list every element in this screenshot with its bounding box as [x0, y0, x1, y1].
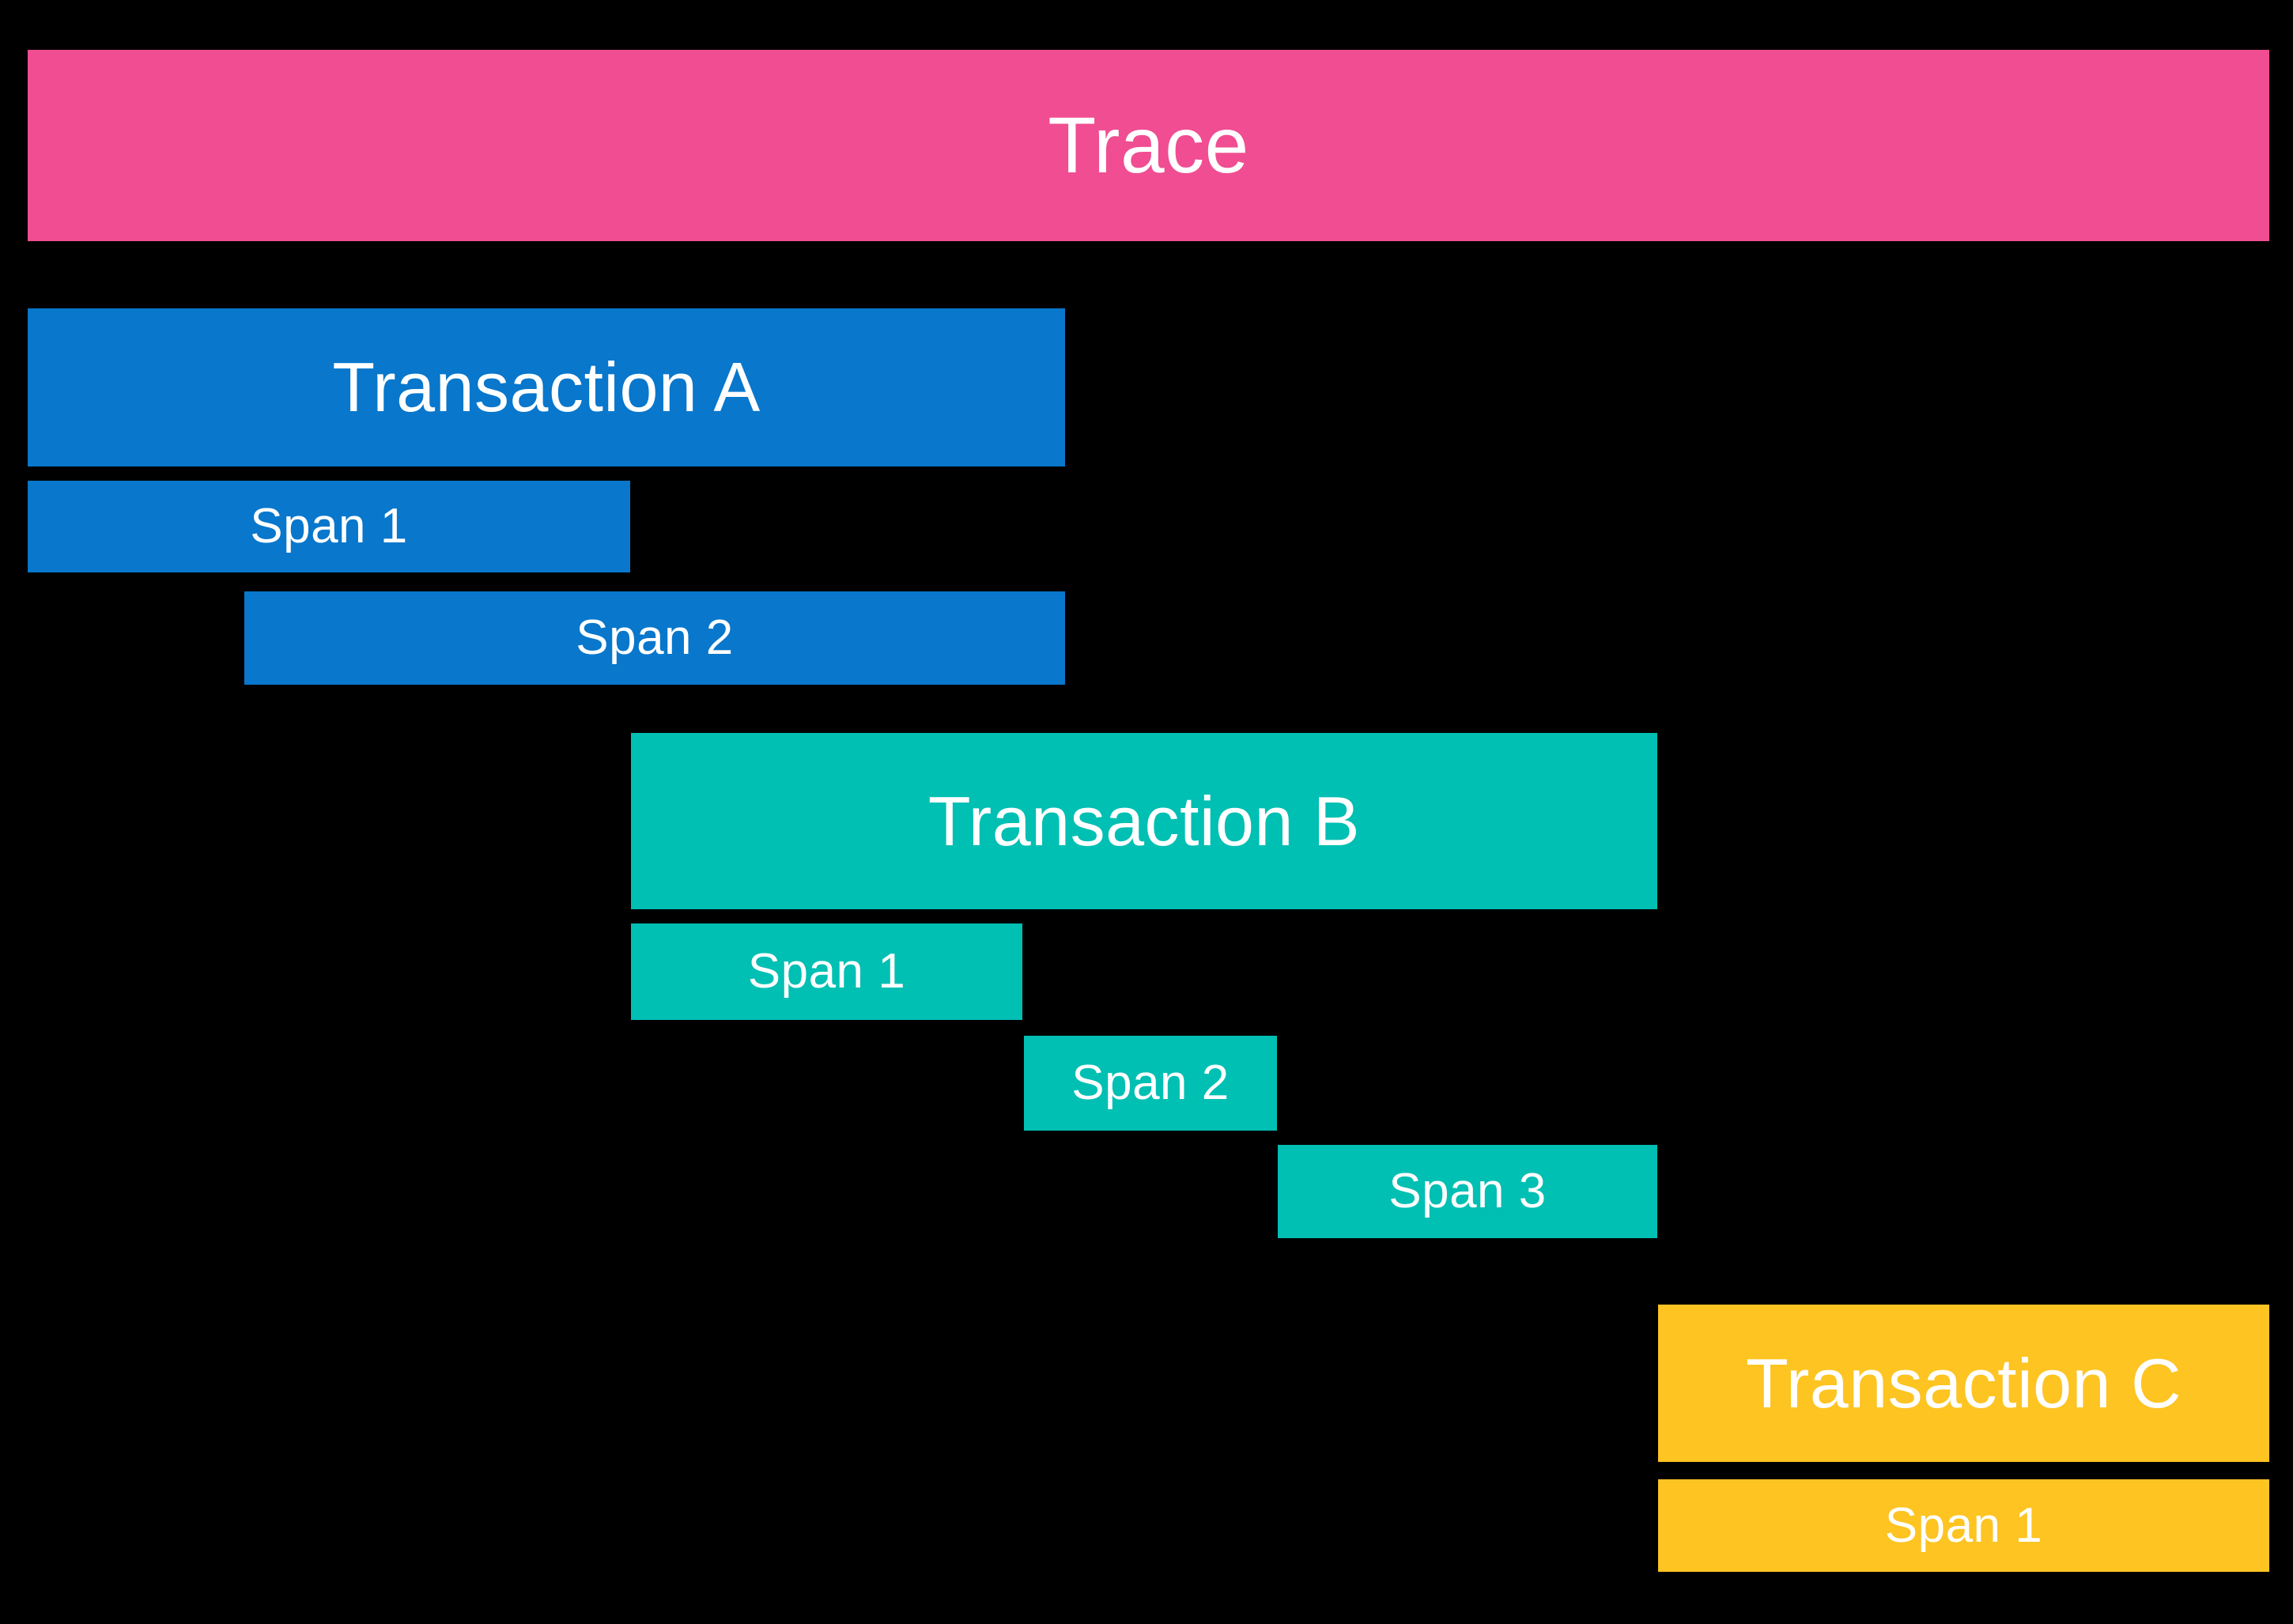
transaction-b-span-3-label: Span 3: [1388, 1164, 1547, 1218]
trace-label: Trace: [1048, 101, 1249, 190]
transaction-b-span-3-bar: Span 3: [1278, 1145, 1657, 1238]
transaction-c-bar: Transaction C: [1658, 1305, 2269, 1462]
transaction-b-span-2-bar: Span 2: [1024, 1036, 1277, 1131]
transaction-a-label: Transaction A: [332, 348, 761, 426]
transaction-b-label: Transaction B: [927, 781, 1361, 860]
trace-bar: Trace: [28, 50, 2269, 241]
transaction-a-span-2-bar: Span 2: [244, 591, 1065, 685]
transaction-c-label: Transaction C: [1746, 1343, 2182, 1422]
transaction-b-span-1-bar: Span 1: [631, 923, 1022, 1020]
transaction-b-bar: Transaction B: [631, 733, 1657, 909]
transaction-a-bar: Transaction A: [28, 308, 1065, 466]
transaction-c-span-1-bar: Span 1: [1658, 1479, 2269, 1572]
transaction-b-span-1-label: Span 1: [747, 944, 906, 999]
transaction-a-span-2-label: Span 2: [576, 610, 734, 665]
transaction-a-span-1-bar: Span 1: [28, 481, 630, 572]
transaction-b-span-2-label: Span 2: [1071, 1056, 1230, 1110]
transaction-a-span-1-label: Span 1: [250, 499, 408, 553]
transaction-c-span-1-label: Span 1: [1884, 1497, 2043, 1553]
